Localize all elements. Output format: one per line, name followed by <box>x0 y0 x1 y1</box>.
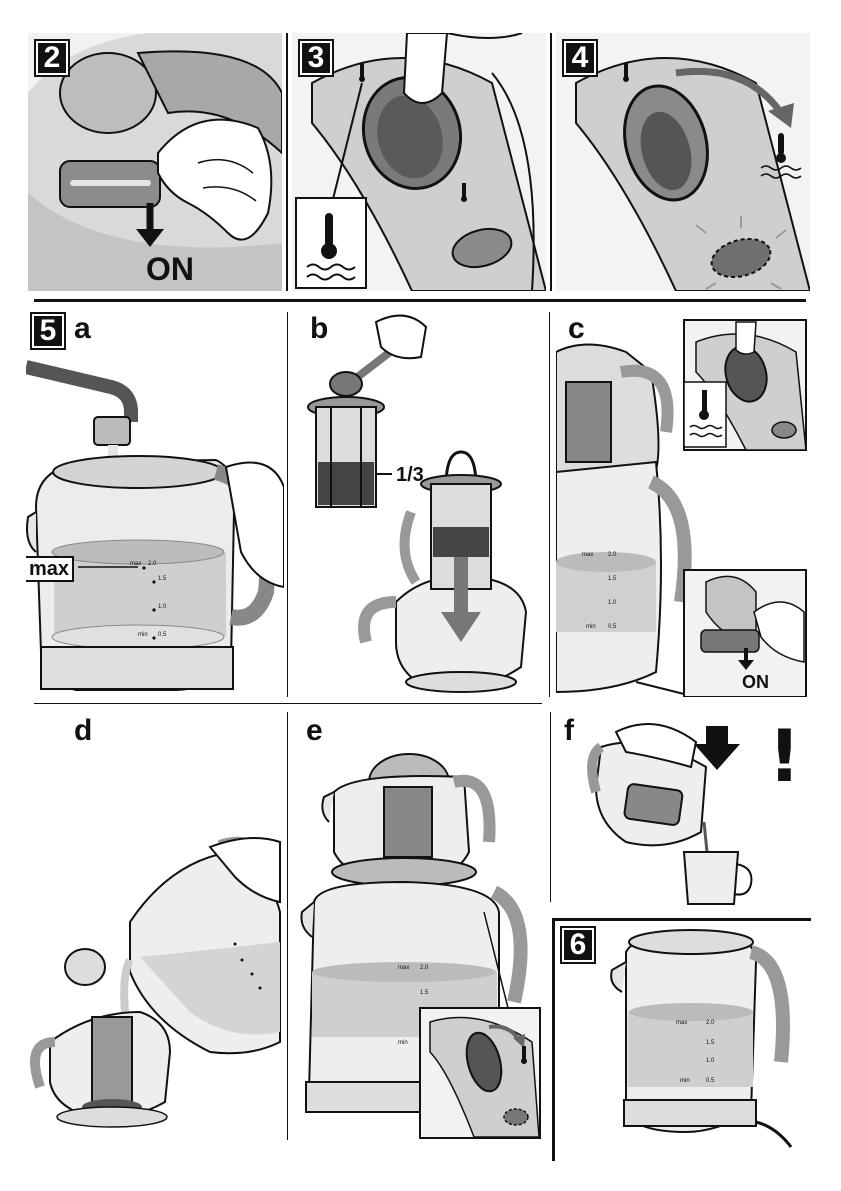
sub-step-letter: a <box>74 314 91 344</box>
step-badge: 2 <box>34 39 70 77</box>
scale-1-0: 1.0 <box>706 1058 714 1064</box>
scale-1-0: 1.0 <box>608 600 616 606</box>
kettle-lid-knob <box>60 53 156 133</box>
step-badge: 4 <box>562 39 598 77</box>
scale-max: max <box>676 1020 687 1026</box>
step-5d-panel: d <box>30 712 284 1140</box>
scale-0-5: 0.5 <box>706 1078 714 1084</box>
hand <box>376 316 426 359</box>
step-5d-illustration <box>30 712 284 1140</box>
tap <box>26 367 131 422</box>
sub-step-letter: b <box>310 314 328 344</box>
step-badge: 3 <box>298 39 334 77</box>
divider <box>34 299 806 302</box>
step-5c-panel: c ON max 2.0 1.5 1.0 min 0.5 <box>556 312 810 697</box>
pot-handle <box>364 602 396 642</box>
step-5e-illustration <box>294 712 544 1140</box>
inset-switch <box>684 320 806 450</box>
sub-step-letter: d <box>74 716 92 746</box>
step-2-panel: 2 ON <box>28 33 282 291</box>
step-5c-illustration <box>556 312 810 697</box>
step-3-panel: 3 <box>292 33 546 291</box>
finger <box>404 33 447 103</box>
scale-1-0: 1.0 <box>158 604 166 610</box>
max-label: max <box>26 556 74 582</box>
divider <box>549 312 550 697</box>
divider <box>287 312 288 697</box>
step-5a-panel: 5 a max max 2.0 1.5 1.0 min 0.5 <box>26 312 284 697</box>
inset-switch <box>420 1008 540 1138</box>
scale-1-5: 1.5 <box>420 990 428 996</box>
scale-2-0: 2.0 <box>148 561 156 567</box>
scale-1-5: 1.5 <box>706 1040 714 1046</box>
step-5f-panel: f ! <box>556 712 810 908</box>
scale-2-0: 2.0 <box>608 552 616 558</box>
step-5b-panel: b 1/3 <box>296 312 542 697</box>
scale-max: max <box>130 561 141 567</box>
step-5b-illustration <box>296 312 542 697</box>
cup <box>684 852 738 904</box>
one-third-label: 1/3 <box>396 464 424 487</box>
on-label: ON <box>146 251 194 288</box>
scale-1-5: 1.5 <box>158 576 166 582</box>
scale-max: max <box>582 552 593 558</box>
divider <box>286 33 288 291</box>
scale-min: min <box>138 632 148 638</box>
scale-0-5: 0.5 <box>158 632 166 638</box>
scale-0-5: 0.5 <box>608 624 616 630</box>
scale-max: max <box>398 965 409 971</box>
divider <box>550 33 552 291</box>
scale-min: min <box>398 1040 408 1046</box>
step-badge: 6 <box>560 926 596 964</box>
sub-step-letter: f <box>564 716 574 746</box>
step-badge: 5 <box>30 312 66 350</box>
divider <box>34 703 542 704</box>
step-5e-panel: e max 2.0 1.5 min <box>294 712 544 1140</box>
on-label: ON <box>742 672 769 693</box>
scale-min: min <box>680 1078 690 1084</box>
step-5a-illustration <box>26 312 284 697</box>
divider <box>550 712 551 902</box>
sub-step-letter: e <box>306 716 323 746</box>
step-6-panel: 6 max 2.0 1.5 1.0 min 0.5 <box>556 922 808 1154</box>
divider <box>287 712 288 1140</box>
scale-1-5: 1.5 <box>608 576 616 582</box>
scale-2-0: 2.0 <box>420 965 428 971</box>
exclamation-icon: ! <box>768 718 801 794</box>
scale-2-0: 2.0 <box>706 1020 714 1026</box>
sub-step-letter: c <box>568 314 585 344</box>
scale-min: min <box>586 624 596 630</box>
tea-filter <box>308 397 384 507</box>
step-4-panel: 4 <box>556 33 810 291</box>
